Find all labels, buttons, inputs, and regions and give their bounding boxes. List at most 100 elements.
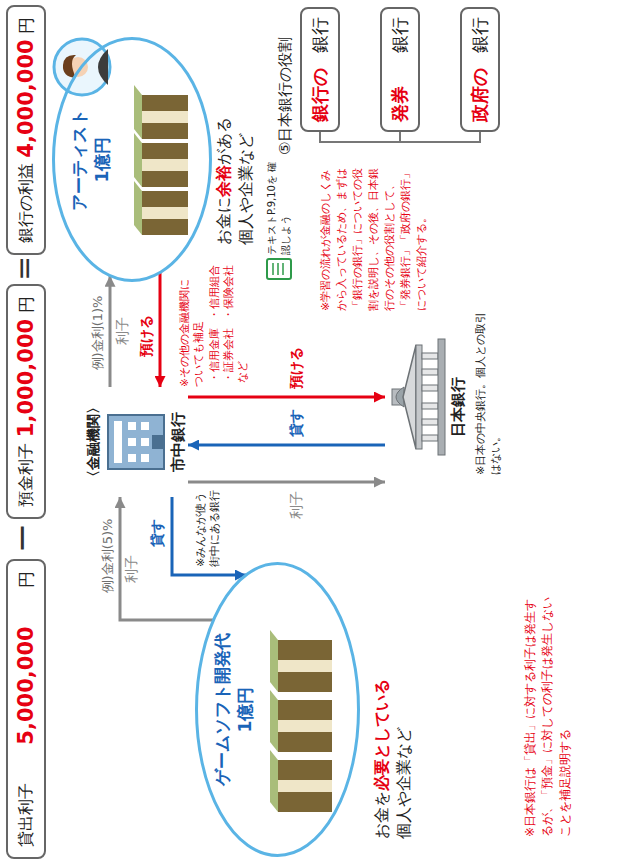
central-bank-building [392,339,445,455]
role-word: 銀行 [308,17,332,53]
note-text: ・証券会社 [222,328,234,383]
role-word: 銀行 [468,17,492,53]
caption-text: がある [214,117,233,165]
note-text: ※日本の中央銀行。個人との取引はない。 [474,312,502,475]
money-stack-part [142,95,188,139]
section-heading: ⑤日本銀行の役割 [276,37,294,155]
operator-sign: = [6,256,41,281]
role-fill-in: 発券 [388,86,412,122]
edge-label: 利子 [113,315,131,347]
label-slot: ー [2,522,46,554]
bank-building [108,415,164,469]
operator-sign: ー [7,524,40,552]
rate-example: 例)金利(1)% [90,296,105,371]
amount-value: 1億円 [234,687,257,733]
bank-building-part [114,421,122,463]
edge-label-slot: 預ける [287,345,305,391]
flow-arrow [159,273,162,387]
money-stack-part [278,780,332,792]
role-fill-in: 銀行の [308,68,332,122]
money-stack-part [278,660,332,672]
edge-label-slot: 貸す [287,407,305,439]
label-slot: ⑤日本銀行の役割 [276,15,296,155]
central-bank-building-part [422,419,438,425]
group-heading: 〈金融機関〉 [85,400,103,484]
amount-value: 1,000,000 [14,313,38,443]
note-text: ・信用金庫 [208,328,220,383]
note-text: ※学習の流れが金融のしくみから入っているため、まずは「銀行の銀行」についての役割… [319,168,428,311]
central-bank-building-part [422,385,438,391]
money-stack-part [142,111,188,123]
sum-label: 貸出利子 [16,783,37,847]
sum-box: 銀行の利益4,000,000円 [6,5,46,255]
unit-text: 円 [15,571,38,588]
rate-example: 例)金利(5)% [100,519,115,594]
central-bank-building-part [416,345,422,449]
money-stack [270,630,332,812]
money-stack-part [278,720,332,732]
caption-text: 個人や企業など [236,133,255,245]
party-ellipse: ゲームソフト開発代1億円 [195,562,360,857]
edge-label: 預ける [137,313,155,359]
note-text: など [236,361,248,383]
sum-box: 預金利子1,000,000円 [6,284,46,519]
book-icon [267,259,291,279]
edge-label-slot: 利子 [113,315,131,347]
label-slot: お金に余裕がある [214,10,235,245]
label-slot: など [236,273,250,383]
amount-value: 4,000,000 [14,34,38,163]
flow-arrow [188,481,385,484]
note-text: ・信用組合 [208,265,220,320]
label-slot: 個人や企業など [394,559,415,839]
edge-label: 利子 [287,489,305,521]
note-text: ※みんなが使う街中にある銀行 [194,490,221,567]
bank-building-part [141,454,149,462]
edge-label: 利子 [122,553,140,585]
bank-building-part [128,454,136,462]
bank-building-part [141,422,149,430]
artist-avatar-part [63,55,76,78]
label-slot: ※その他の金融機関についても補足 [178,277,205,387]
party-name: アーティスト [68,109,91,211]
edge-label: 預ける [287,345,305,391]
central-bank-building-part [422,403,438,409]
flow-arrow [188,444,385,447]
money-stack-part [142,143,188,187]
bracket-part [320,132,480,142]
edge-label-slot: 利子 [122,553,140,585]
bank-name: 日本銀行 [449,377,468,437]
sum-label: 預金利子 [16,443,37,507]
unit-text: 円 [15,17,38,34]
money-stack-part [278,700,332,752]
label-slot: ※みんなが使う街中にある銀行 [194,487,223,567]
caption-text: 個人や企業など [394,727,413,839]
bank-building-part [128,438,136,446]
label-slot: 例)金利(5)% [99,497,117,615]
sum-box: 貸出利子5,000,000円 [6,559,46,859]
label-slot: ※学習の流れが金融のしくみから入っているため、まずは「銀行の銀行」についての役割… [318,161,430,311]
note-text: ・保険会社 [222,265,234,320]
money-stack-part [134,85,142,139]
party-ellipse: アーティスト1億円 [52,37,212,282]
caption-emphasis: 余裕 [214,165,233,197]
bank-building-part [152,435,164,449]
money-stack-part [270,750,278,812]
money-stack-part [142,207,188,219]
money-stack [134,85,188,235]
caption-text: お金に [214,197,233,245]
central-bank-building-part [403,345,416,449]
bank-building-part [108,415,164,469]
money-stack-part [270,690,278,752]
label-slot: お金を必要としている [372,559,393,839]
flow-arrow [188,396,385,399]
bracket [320,132,480,142]
role-fill-in: 政府の [468,68,492,122]
label-slot: ・信用金庫・信用組合 [208,273,222,383]
book-icon-part [277,263,279,275]
label-slot: ※日本銀行は「貸出」に対する利子は発生するが、「預金」に対しての利子は発生しない… [522,587,574,837]
caption-text: お金を [372,791,391,839]
central-bank-building-part [438,339,445,455]
book-icon-part [267,259,291,279]
